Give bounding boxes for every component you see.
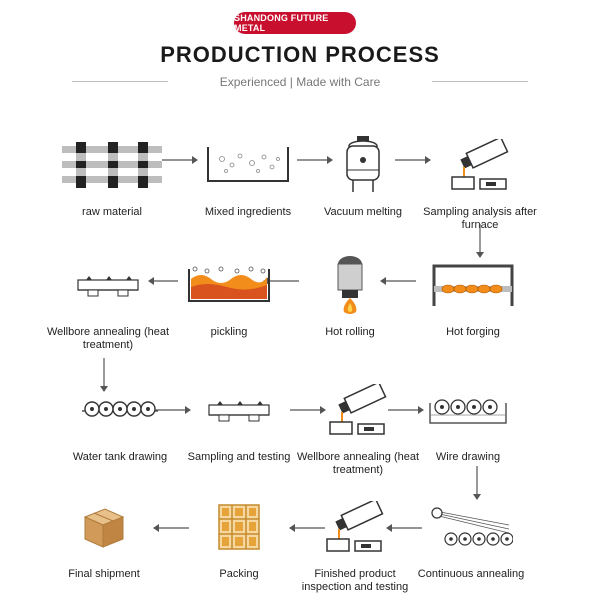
step-label: Packing [219,568,259,580]
step-label: Wellbore annealing (heat treatment) [46,326,170,351]
arrow-left-icon [386,524,422,532]
shipment-box-icon [49,492,159,562]
arrow-left-icon [380,277,416,285]
hot-rolling-icon [295,250,405,320]
arrow-right-icon [162,156,198,164]
step-raw-material: raw material [47,130,177,219]
vacuum-furnace-icon [308,130,418,200]
step-label: Wire drawing [435,451,501,463]
arrow-right-icon [388,406,424,414]
step-sampling-analysis: Sampling analysis after furnace [415,130,545,232]
step-label: Hot rolling [325,326,375,338]
step-pickling: pickling [164,250,294,339]
page-title: PRODUCTION PROCESS [160,42,440,67]
arrow-down-icon [100,358,108,392]
step-wire-drawing: Wire drawing [403,375,533,464]
step-label: pickling [210,326,248,338]
arrow-left-icon [153,524,189,532]
hot-forging-icon [418,250,528,320]
water-tank-drawing-icon [65,375,175,445]
page-subtitle: Experienced | Made with Care [219,75,381,89]
step-label: Mixed ingredients [204,206,292,218]
step-mixed-ingredients: Mixed ingredients [183,130,313,219]
step-wellbore-annealing-2: Wellbore annealing (heat treatment) [293,375,423,477]
annealing-tray-icon [53,250,163,320]
pickling-tank-icon [174,250,284,320]
arrow-right-icon [297,156,333,164]
step-label: Wellbore annealing (heat treatment) [296,451,420,476]
step-vacuum-melting: Vacuum melting [298,130,428,219]
ladle-pour-icon [303,375,413,445]
divider-right [432,81,528,82]
arrow-right-icon [155,406,191,414]
step-label: Sampling and testing [187,451,291,463]
step-wellbore-annealing-1: Wellbore annealing (heat treatment) [43,250,173,352]
arrow-right-icon [395,156,431,164]
step-label: Water tank drawing [72,451,168,463]
arrow-left-icon [148,277,178,285]
step-label: Finished product inspection and testing [301,568,409,593]
mixing-tank-icon [193,130,303,200]
sampling-tray-icon [184,375,294,445]
step-label: raw material [82,206,142,218]
steel-bars-icon [57,130,167,200]
brand-badge: SHANDONG FUTURE METAL [234,12,356,34]
step-label: Hot forging [446,326,500,338]
arrow-left-icon [289,524,325,532]
arrow-right-icon [290,406,326,414]
wire-drawing-icon [413,375,523,445]
step-water-tank-drawing: Water tank drawing [55,375,185,464]
arrow-down-icon [476,224,484,258]
continuous-annealing-icon [416,492,526,562]
step-finished-inspection: Finished product inspection and testing [290,492,420,594]
ladle-pour-icon [425,130,535,200]
step-label: Vacuum melting [323,206,403,218]
step-hot-forging: Hot forging [408,250,538,339]
step-packing: Packing [174,492,304,581]
step-sampling-testing: Sampling and testing [174,375,304,464]
packing-rack-icon [184,492,294,562]
step-label: Final shipment [68,568,140,580]
step-continuous-annealing: Continuous annealing [406,492,536,581]
step-hot-rolling: Hot rolling [285,250,415,339]
step-label: Continuous annealing [417,568,525,580]
divider-left [72,81,168,82]
step-final-shipment: Final shipment [39,492,169,581]
ladle-pour-icon [300,492,410,562]
arrow-down-icon [473,466,481,500]
